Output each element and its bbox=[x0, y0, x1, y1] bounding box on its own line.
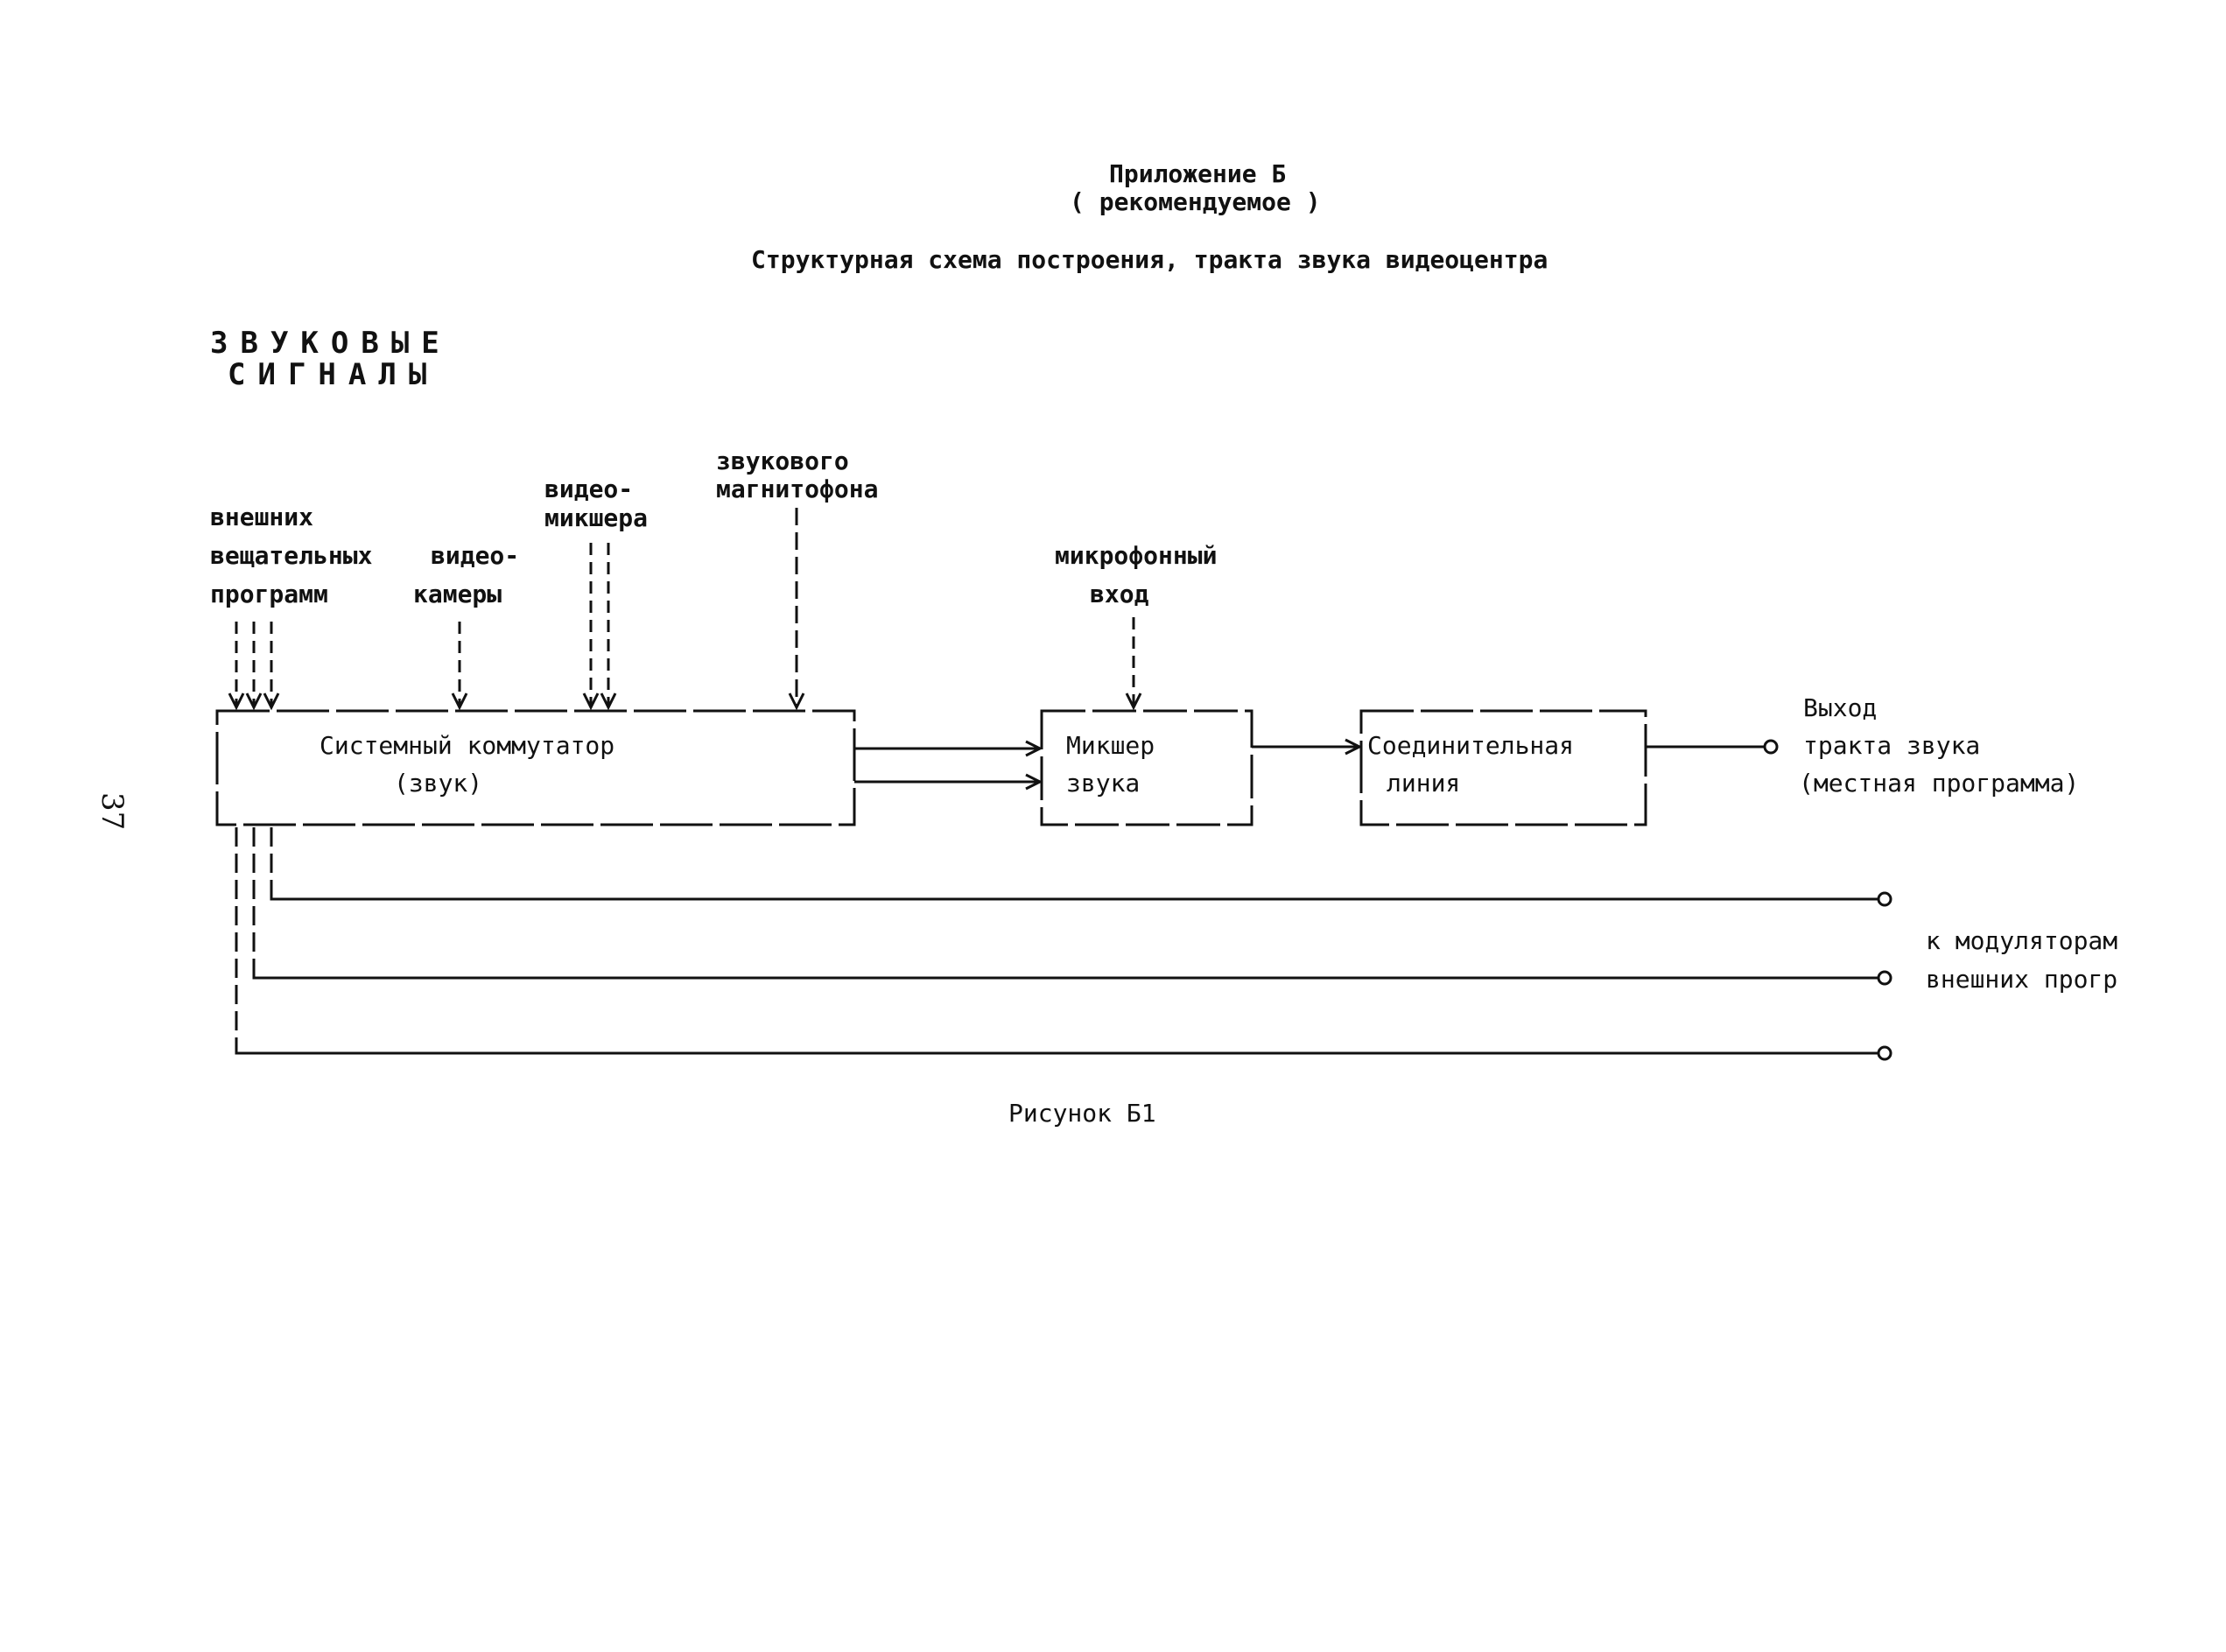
output-label-3: (местная программа) bbox=[1799, 769, 2080, 798]
mixer-block bbox=[1040, 709, 1253, 826]
modulator-terminal-3 bbox=[1877, 1045, 1892, 1061]
input-label-tape-2: магнитофона bbox=[716, 475, 879, 503]
section-label-line1: ЗВУКОВЫЕ bbox=[210, 326, 452, 361]
output-label-2: тракта звука bbox=[1803, 731, 1981, 760]
input-label-vmixer-2: микшера bbox=[544, 503, 649, 532]
input-label-vmixer-1: видео- bbox=[544, 475, 634, 503]
input-label-cameras-1: видео- bbox=[431, 541, 520, 570]
input-label-external-3: программ bbox=[210, 580, 328, 608]
figure-caption: Рисунок Б1 bbox=[1008, 1099, 1156, 1128]
output-terminal bbox=[1763, 739, 1779, 755]
switcher-label-1: Системный коммутатор bbox=[320, 731, 615, 760]
input-label-tape-1: звукового bbox=[716, 446, 849, 475]
switcher-label-2: (звук) bbox=[394, 769, 483, 798]
modulators-label-2: внешних прогр bbox=[1926, 965, 2118, 994]
modulators-label-1: к модуляторам bbox=[1926, 926, 2118, 955]
input-label-mic-2: вход bbox=[1090, 580, 1149, 608]
modulator-line-1 bbox=[270, 897, 1878, 901]
input-label-external-2: вещательных bbox=[210, 541, 373, 570]
section-label-line2: СИГНАЛЫ bbox=[228, 357, 439, 392]
line-label-1: Соединительная bbox=[1367, 731, 1575, 760]
modulator-line-2 bbox=[252, 976, 1878, 980]
line-block bbox=[1359, 709, 1647, 826]
mixer-label-1: Микшер bbox=[1066, 731, 1155, 760]
modulator-terminal-2 bbox=[1877, 970, 1892, 986]
input-label-cameras-2: камеры bbox=[413, 580, 502, 608]
appendix-title: Приложение Б bbox=[1109, 159, 1287, 188]
output-label-1: Выход bbox=[1803, 693, 1878, 722]
appendix-note: ( рекомендуемое ) bbox=[1070, 187, 1321, 216]
input-label-mic-1: микрофонный bbox=[1055, 541, 1218, 570]
switcher-block bbox=[215, 709, 856, 826]
input-label-external-1: внешних bbox=[210, 503, 314, 531]
figure-heading: Структурная схема построения, тракта зву… bbox=[751, 245, 1548, 274]
modulator-terminal-1 bbox=[1877, 891, 1892, 907]
line-label-2: линия bbox=[1387, 769, 1461, 798]
modulator-line-3 bbox=[235, 1051, 1878, 1055]
mixer-label-2: звука bbox=[1066, 769, 1141, 798]
